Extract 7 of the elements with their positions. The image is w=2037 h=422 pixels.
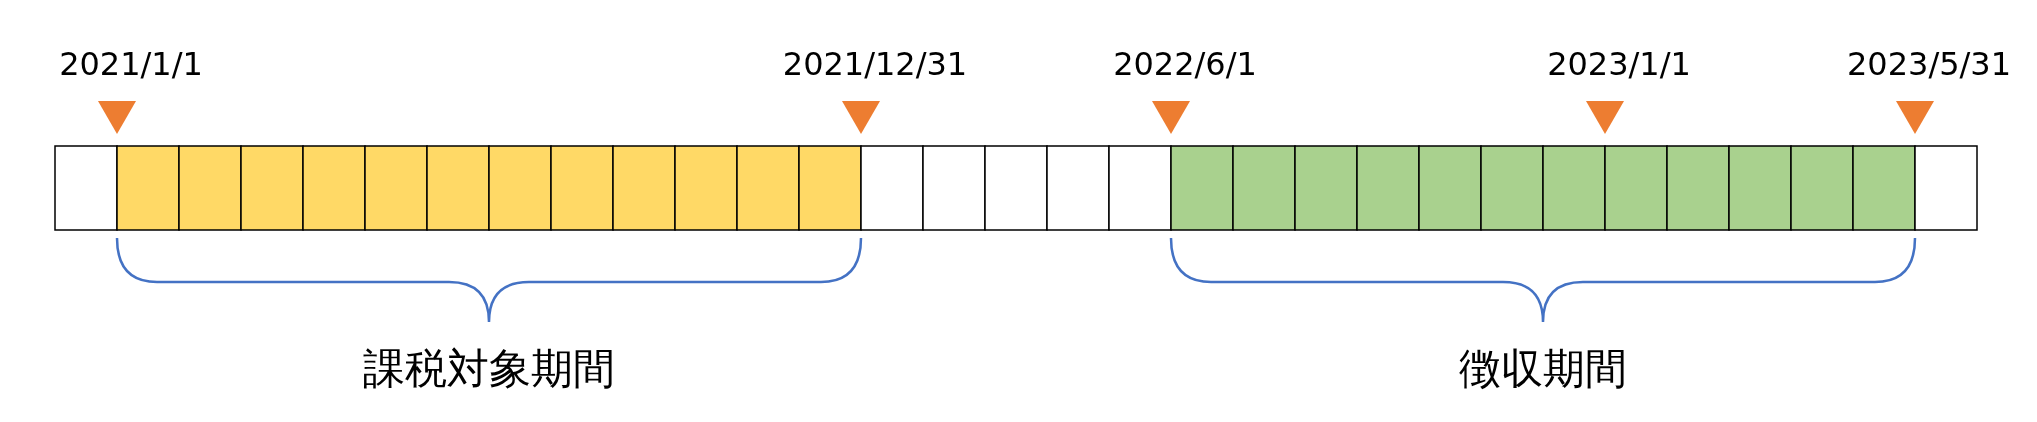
date-label: 2023/5/31 (1846, 48, 2012, 80)
date-label: 2023/1/1 (1547, 48, 1691, 80)
date-label: 2022/6/1 (1113, 48, 1257, 80)
date-label: 2021/1/1 (59, 48, 203, 80)
date-label: 2021/12/31 (782, 48, 968, 80)
period-label: 課税対象期間 (363, 348, 615, 390)
period-label: 徴収期間 (1459, 348, 1627, 390)
